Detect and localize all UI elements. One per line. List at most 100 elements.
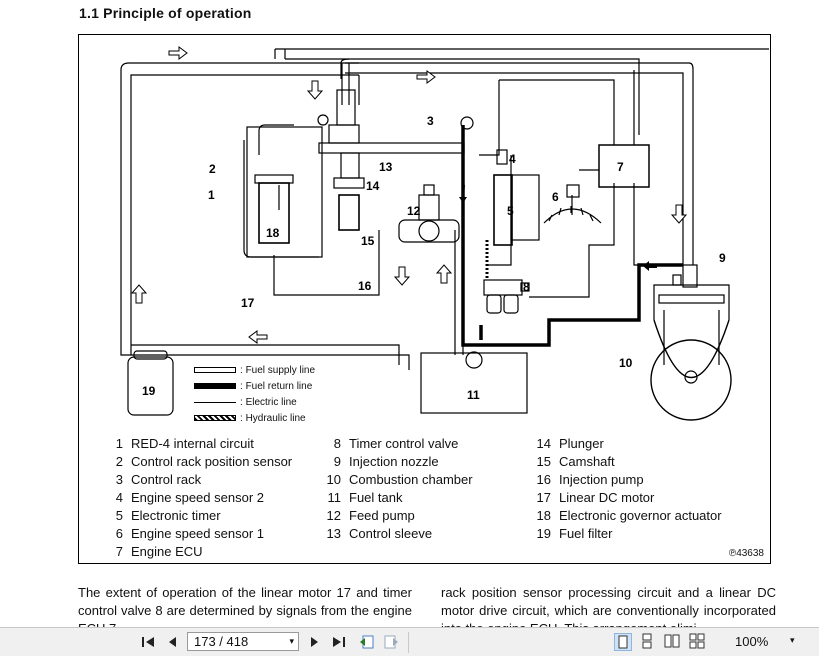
legend-item-number: 17 xyxy=(536,490,551,505)
legend-item-label: RED-4 internal circuit xyxy=(131,436,254,451)
legend-return: : Fuel return line xyxy=(194,379,315,395)
body-text-left: The extent of operation of the linear mo… xyxy=(78,585,412,627)
viewer-toolbar: 173 / 418 ▾ 100% ▾ xyxy=(0,627,819,656)
legend-item-label: Fuel filter xyxy=(559,526,613,541)
legend-item-number: 14 xyxy=(536,436,551,451)
legend-item-number: 6 xyxy=(115,526,123,541)
legend-item-number: 5 xyxy=(115,508,123,523)
label-5: 5 xyxy=(507,204,514,218)
page-number-input[interactable]: 173 / 418 ▾ xyxy=(187,632,299,651)
principle-diagram: 1 2 3 4 5 6 7 8 9 10 11 12 13 14 15 16 1… xyxy=(78,34,771,564)
legend-column-1: 1 RED-4 internal circuit 2 Control rack pos… xyxy=(105,435,292,561)
fuel-system-diagram: 1 2 3 4 5 6 7 8 9 10 11 12 13 14 15 16 1… xyxy=(120,46,769,421)
legend-item-label: Linear DC motor xyxy=(559,490,655,505)
legend-item: 15 Camshaft xyxy=(533,453,722,471)
legend-item: 1 RED-4 internal circuit xyxy=(105,435,292,453)
label-1: 1 xyxy=(208,188,215,202)
legend-item-label: Electronic timer xyxy=(131,508,221,523)
body-text-right: rack position sensor processing circuit … xyxy=(441,585,776,627)
document-page: 1.1 Principle of operation xyxy=(78,5,776,627)
legend-item: 2 Control rack position sensor xyxy=(105,453,292,471)
continuous-icon[interactable] xyxy=(639,633,657,651)
label-17: 17 xyxy=(241,296,255,310)
figure-id: ℗43638 xyxy=(728,548,764,559)
label-16: 16 xyxy=(358,279,372,293)
page-dropdown-icon[interactable]: ▾ xyxy=(289,636,294,646)
legend-item: 16 Injection pump xyxy=(533,471,722,489)
facing-icon[interactable] xyxy=(664,633,682,651)
legend-item-number: 18 xyxy=(536,508,551,523)
legend-item: 19 Fuel filter xyxy=(533,525,722,543)
legend-item-number: 11 xyxy=(327,490,342,505)
diagram-number-labels: 1 2 3 4 5 6 7 8 9 10 11 12 13 14 15 16 1… xyxy=(142,114,726,402)
legend-item-label: Engine ECU xyxy=(131,544,203,559)
label-10: 10 xyxy=(619,356,633,370)
legend-item-label: Injection pump xyxy=(559,472,644,487)
electric-line-swatch xyxy=(194,401,236,403)
line-type-legend: : Fuel supply line : Fuel return line : … xyxy=(194,363,315,427)
legend-item-number: 2 xyxy=(115,454,123,469)
label-3: 3 xyxy=(427,114,434,128)
legend-item-label: Engine speed sensor 2 xyxy=(131,490,264,505)
label-13: 13 xyxy=(379,160,393,174)
legend-item-label: Timer control valve xyxy=(349,436,459,451)
label-8: 8 xyxy=(523,280,530,294)
legend-item: 18 Electronic governor actuator xyxy=(533,507,722,525)
label-15: 15 xyxy=(361,234,375,248)
label-2: 2 xyxy=(209,162,216,176)
legend-item-number: 4 xyxy=(115,490,123,505)
legend-item: 17 Linear DC motor xyxy=(533,489,722,507)
legend-item-number: 19 xyxy=(536,526,551,541)
label-12: 12 xyxy=(407,204,421,218)
legend-item-label: Camshaft xyxy=(559,454,615,469)
legend-item-label: Control rack position sensor xyxy=(131,454,293,469)
legend-item: 5 Electronic timer xyxy=(105,507,292,525)
zoom-level[interactable]: 100% xyxy=(735,634,769,649)
single-page-icon[interactable] xyxy=(614,633,632,651)
label-4: 4 xyxy=(509,152,516,166)
label-6: 6 xyxy=(552,190,559,204)
zoom-dropdown-icon[interactable]: ▾ xyxy=(790,635,795,645)
legend-item-number: 10 xyxy=(326,472,341,487)
legend-item-number: 12 xyxy=(326,508,341,523)
label-19: 19 xyxy=(142,384,156,398)
supply-line-swatch xyxy=(194,367,236,374)
legend-item-number: 8 xyxy=(333,436,341,451)
legend-item: 8 Timer control valve xyxy=(323,435,473,453)
label-18: 18 xyxy=(266,226,280,240)
legend-item-number: 13 xyxy=(326,526,341,541)
next-view-icon[interactable] xyxy=(381,632,401,652)
legend-item-number: 1 xyxy=(115,436,123,451)
legend-item-label: Combustion chamber xyxy=(349,472,473,487)
first-page-icon[interactable] xyxy=(138,632,158,652)
legend-hydraulic: : Hydraulic line xyxy=(194,411,315,427)
legend-item: 4 Engine speed sensor 2 xyxy=(105,489,292,507)
legend-item: 10 Combustion chamber xyxy=(323,471,473,489)
legend-item-number: 9 xyxy=(333,454,341,469)
previous-view-icon[interactable] xyxy=(357,632,377,652)
last-page-icon[interactable] xyxy=(329,632,349,652)
legend-item: 13 Control sleeve xyxy=(323,525,473,543)
prev-page-icon[interactable] xyxy=(162,632,182,652)
return-line-swatch xyxy=(194,383,236,390)
legend-item-number: 3 xyxy=(115,472,123,487)
page-title: 1.1 Principle of operation xyxy=(79,5,252,21)
continuous-facing-icon[interactable] xyxy=(689,633,707,651)
legend-item-label: Control sleeve xyxy=(349,526,433,541)
next-page-icon[interactable] xyxy=(305,632,325,652)
legend-item-number: 7 xyxy=(115,544,123,559)
legend-item-label: Electronic governor actuator xyxy=(559,508,722,523)
label-7: 7 xyxy=(617,160,624,174)
legend-item-label: Control rack xyxy=(131,472,202,487)
legend-item-number: 15 xyxy=(536,454,551,469)
legend-item-number: 16 xyxy=(536,472,551,487)
legend-item: 11 Fuel tank xyxy=(323,489,473,507)
legend-item-label: Fuel tank xyxy=(349,490,403,505)
label-14: 14 xyxy=(366,179,380,193)
